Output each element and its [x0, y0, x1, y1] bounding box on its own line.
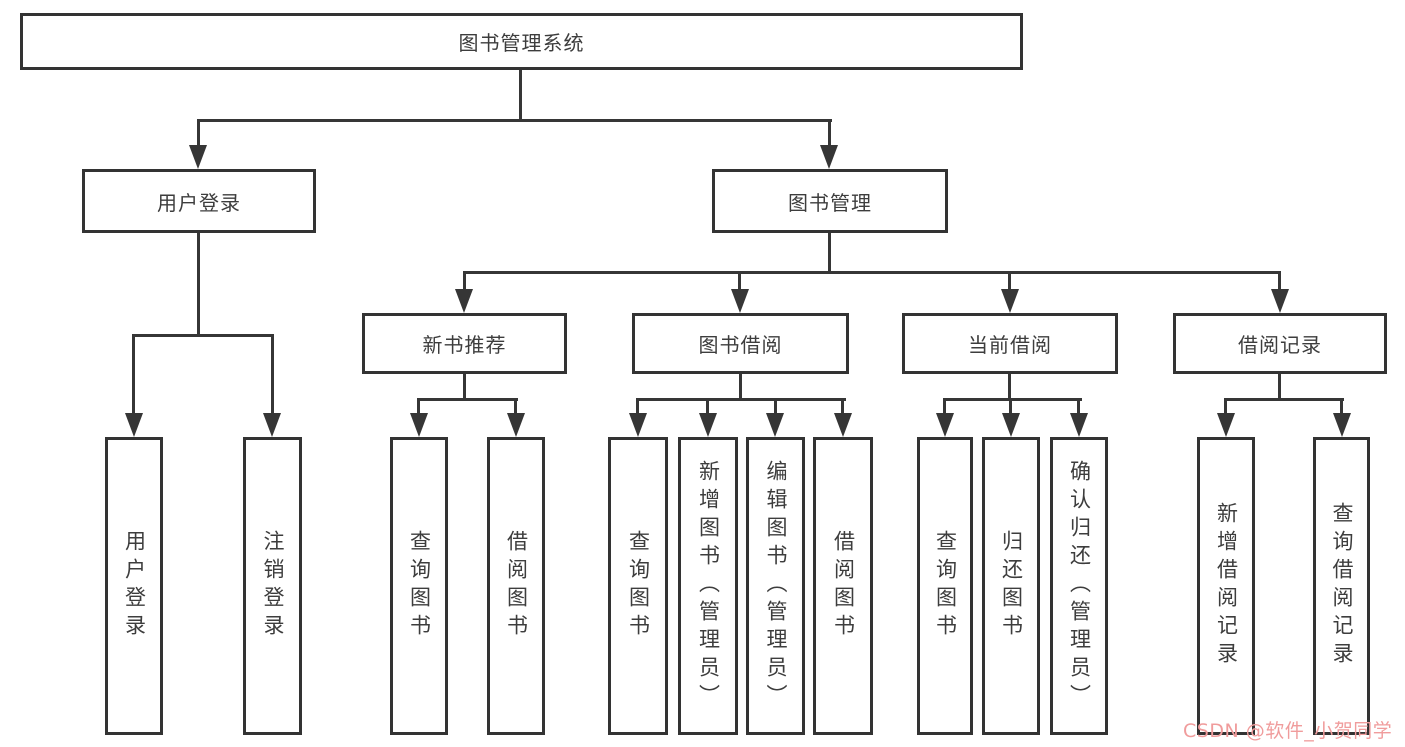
arrow-down-icon [936, 413, 954, 437]
connector-drop [1340, 398, 1343, 416]
leaf-logout: 注销登录 [243, 437, 302, 735]
node-label: 新书推荐 [422, 333, 507, 357]
node-label: 查询图书 [626, 530, 651, 642]
node-borrowing-records: 借阅记录 [1173, 313, 1387, 374]
node-label: 归还图书 [999, 530, 1024, 642]
connector-drop [738, 271, 741, 292]
node-label: 用户登录 [122, 530, 147, 642]
arrow-down-icon [125, 413, 143, 437]
connector-drop [1278, 271, 1281, 292]
leaf-query-borrow-record: 查询借阅记录 [1313, 437, 1370, 735]
connector-drop [828, 119, 831, 148]
leaf-query-books: 查询图书 [917, 437, 973, 735]
arrow-down-icon [766, 413, 784, 437]
node-label: 借阅记录 [1238, 333, 1322, 357]
node-label: 借阅图书 [504, 530, 529, 642]
arrow-down-icon [507, 413, 525, 437]
connector-trunk [197, 233, 200, 336]
leaf-borrow-books: 借阅图书 [487, 437, 545, 735]
connector-drop [271, 334, 274, 415]
connector-bus [197, 119, 832, 122]
arrow-down-icon [263, 413, 281, 437]
arrow-down-icon [1217, 413, 1235, 437]
connector-drop [463, 271, 466, 292]
connector-bus [943, 398, 1082, 401]
node-label: 查询借阅记录 [1330, 502, 1355, 670]
node-book-borrowing: 图书借阅 [632, 313, 849, 374]
leaf-return-books: 归还图书 [982, 437, 1040, 735]
arrow-down-icon [820, 145, 838, 169]
connector-bus [132, 334, 274, 337]
connector-trunk [463, 374, 466, 401]
arrow-down-icon [731, 289, 749, 313]
arrow-down-icon [834, 413, 852, 437]
connector-bus [636, 398, 846, 401]
connector-drop [1077, 398, 1080, 416]
leaf-add-book-admin: 新增图书（管理员） [678, 437, 738, 735]
node-label: 编辑图书（管理员） [764, 460, 789, 712]
node-label: 图书管理系统 [458, 31, 585, 55]
arrow-down-icon [629, 413, 647, 437]
connector-drop [514, 398, 517, 416]
node-label: 新增图书（管理员） [696, 460, 721, 712]
node-current-borrowing: 当前借阅 [902, 313, 1118, 374]
arrow-down-icon [1001, 289, 1019, 313]
node-root: 图书管理系统 [20, 13, 1023, 70]
connector-drop [1008, 271, 1011, 292]
arrow-down-icon [1070, 413, 1088, 437]
node-label: 借阅图书 [831, 530, 856, 642]
node-label: 注销登录 [261, 530, 286, 642]
connector-drop [943, 398, 946, 416]
leaf-query-books: 查询图书 [390, 437, 448, 735]
leaf-query-books: 查询图书 [608, 437, 668, 735]
connector-drop [1009, 398, 1012, 416]
connector-drop [774, 398, 777, 416]
node-book-management: 图书管理 [712, 169, 948, 233]
node-label: 用户登录 [157, 190, 241, 215]
connector-drop [636, 398, 639, 416]
connector-bus [1224, 398, 1344, 401]
connector-drop [197, 119, 200, 148]
connector-bus [417, 398, 518, 401]
arrow-down-icon [1271, 289, 1289, 313]
arrow-down-icon [189, 145, 207, 169]
connector-drop [417, 398, 420, 416]
arrow-down-icon [1002, 413, 1020, 437]
connector-trunk [1008, 374, 1011, 401]
node-label: 当前借阅 [968, 333, 1052, 357]
connector-bus [463, 271, 1281, 274]
connector-trunk [828, 233, 831, 274]
arrow-down-icon [410, 413, 428, 437]
node-label: 新增借阅记录 [1214, 502, 1239, 670]
connector-trunk [1278, 374, 1281, 401]
csdn-watermark: CSDN @软件_小贺同学 [1183, 720, 1393, 742]
leaf-confirm-return-admin: 确认归还（管理员） [1050, 437, 1108, 735]
connector-drop [706, 398, 709, 416]
node-label: 查询图书 [933, 530, 958, 642]
leaf-user-login: 用户登录 [105, 437, 163, 735]
connector-trunk [739, 374, 742, 401]
leaf-borrow-books: 借阅图书 [813, 437, 873, 735]
arrow-down-icon [1333, 413, 1351, 437]
arrow-down-icon [455, 289, 473, 313]
node-label: 查询图书 [407, 530, 432, 642]
arrow-down-icon [699, 413, 717, 437]
connector-drop [1224, 398, 1227, 416]
leaf-edit-book-admin: 编辑图书（管理员） [746, 437, 805, 735]
connector-trunk [519, 70, 522, 120]
node-user-login: 用户登录 [82, 169, 316, 233]
node-new-book-recommend: 新书推荐 [362, 313, 567, 374]
connector-drop [841, 398, 844, 416]
node-label: 图书借阅 [698, 333, 783, 357]
node-label: 图书管理 [788, 190, 872, 215]
connector-drop [132, 334, 135, 415]
leaf-add-borrow-record: 新增借阅记录 [1197, 437, 1255, 735]
node-label: 确认归还（管理员） [1067, 460, 1092, 712]
